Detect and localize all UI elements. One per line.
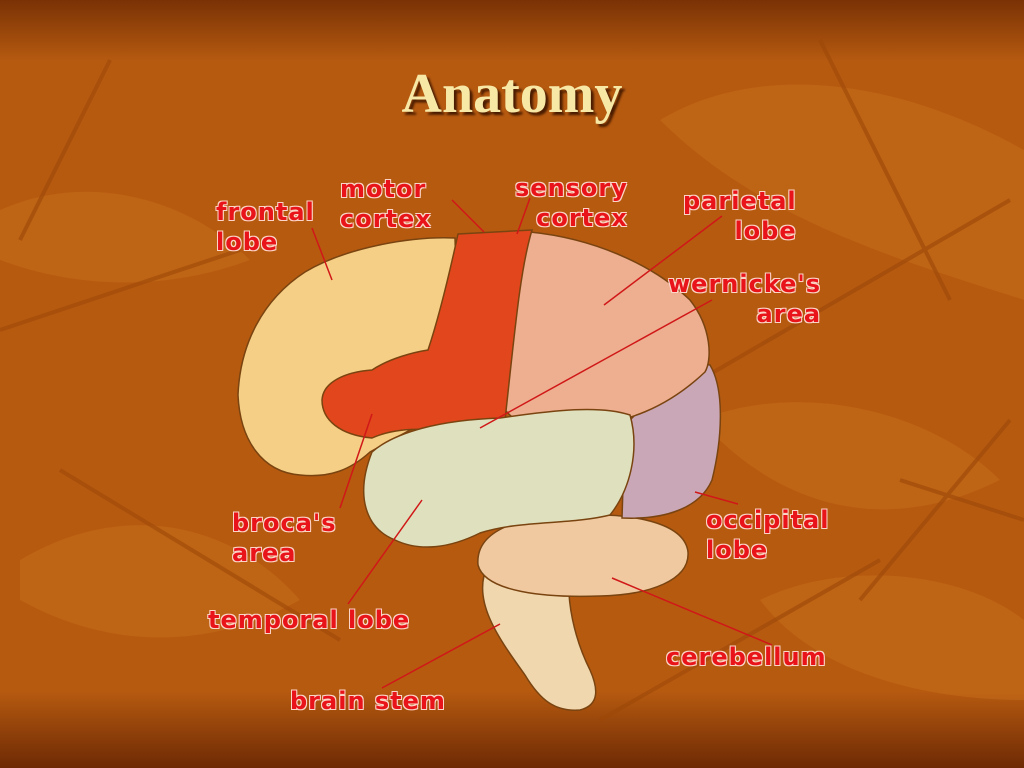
- leader-line-cerebellum: [611, 577, 773, 646]
- label-wernickes-area-line1: wernicke's: [668, 270, 822, 298]
- motor-cortex: [321, 229, 534, 439]
- label-motor-cortex-line1: motor: [340, 175, 427, 203]
- leader-line-wernickes-area: [479, 299, 713, 429]
- brain-stem: [481, 564, 597, 711]
- label-brain-stem: brain stem: [290, 686, 446, 716]
- label-occipital-lobe: occipital lobe: [706, 505, 829, 565]
- label-wernickes-area: wernicke's area: [668, 269, 821, 329]
- label-brocas-area-line1: broca's: [232, 509, 337, 537]
- slide-title: Anatomy: [401, 63, 623, 125]
- label-brocas-area: broca's area: [232, 508, 337, 568]
- label-occipital-lobe-line1: occipital: [706, 506, 830, 534]
- leader-line-parietal-lobe: [603, 215, 723, 306]
- label-occipital-lobe-line2: lobe: [706, 536, 769, 564]
- leader-line-brocas-area: [339, 413, 373, 509]
- label-sensory-cortex: sensory cortex: [515, 173, 628, 233]
- label-frontal-lobe: frontal lobe: [216, 197, 315, 257]
- label-sensory-cortex-line2: cortex: [536, 204, 628, 232]
- label-motor-cortex: motor cortex: [340, 174, 432, 234]
- leader-line-temporal-lobe: [347, 499, 423, 605]
- label-sensory-cortex-line1: sensory: [515, 174, 628, 202]
- label-motor-cortex-line2: cortex: [340, 205, 432, 233]
- label-cerebellum-line1: cerebellum: [666, 643, 827, 671]
- label-brocas-area-line2: area: [232, 539, 297, 567]
- label-frontal-lobe-line2: lobe: [216, 228, 279, 256]
- label-temporal-lobe: temporal lobe: [208, 605, 410, 635]
- leader-line-brain-stem: [381, 623, 501, 689]
- label-brain-stem-line1: brain stem: [290, 687, 446, 715]
- label-temporal-lobe-line1: temporal lobe: [208, 606, 411, 634]
- label-wernickes-area-line2: area: [756, 300, 822, 328]
- leader-line-frontal-lobe: [311, 227, 333, 281]
- leader-line-occipital-lobe: [694, 491, 739, 505]
- label-cerebellum: cerebellum: [666, 642, 827, 672]
- label-parietal-lobe-line2: lobe: [734, 217, 797, 245]
- leader-line-motor-cortex: [451, 199, 485, 233]
- temporal-lobe: [363, 408, 635, 548]
- leader-line-sensory-cortex: [516, 197, 531, 235]
- label-parietal-lobe: parietal lobe: [683, 186, 797, 246]
- leader-lines: [311, 197, 773, 689]
- label-frontal-lobe-line1: frontal: [216, 198, 315, 226]
- label-parietal-lobe-line1: parietal: [683, 187, 797, 215]
